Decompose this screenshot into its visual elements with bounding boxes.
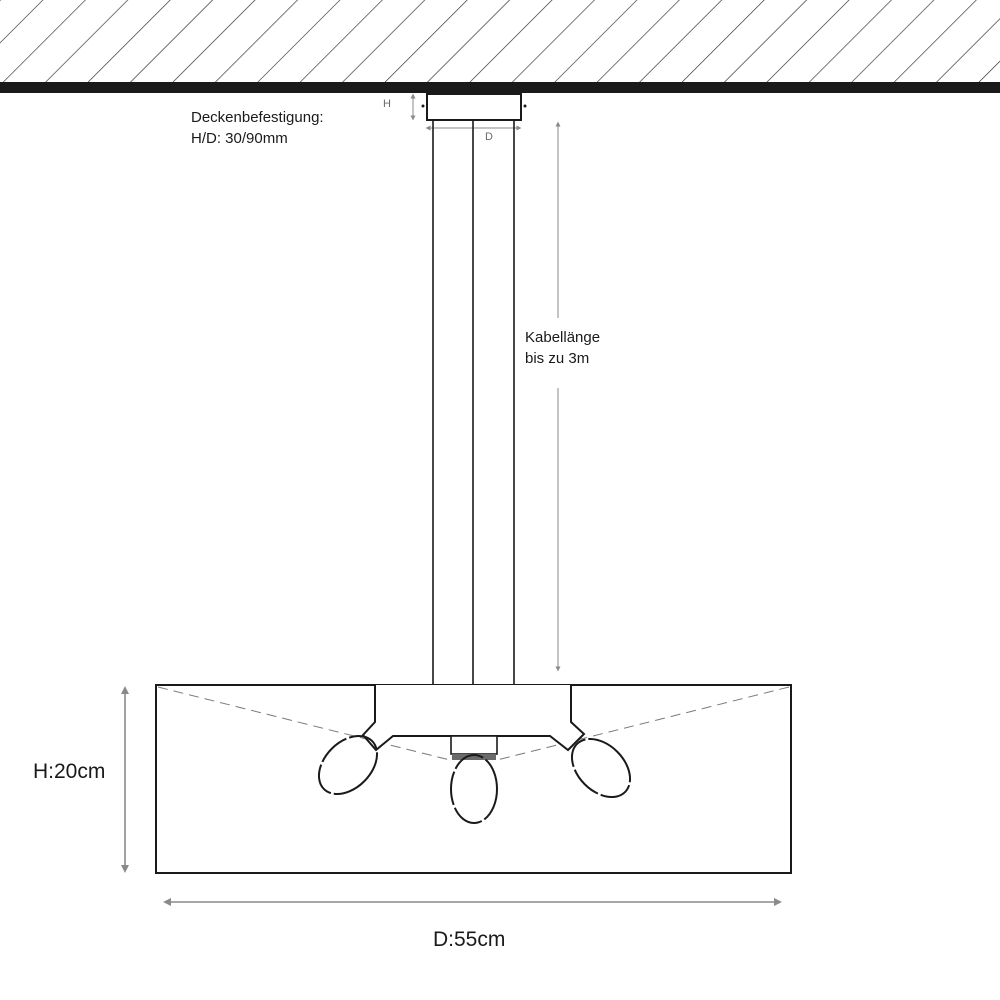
ceiling-mount-body bbox=[426, 93, 522, 121]
mount-diameter-marker: D bbox=[485, 131, 493, 143]
mount-screw-left bbox=[421, 104, 425, 108]
center-socket bbox=[450, 735, 498, 755]
light-line-left bbox=[157, 686, 451, 761]
bulb-left bbox=[317, 734, 379, 796]
mount-screw-right bbox=[523, 104, 527, 108]
ceiling bbox=[0, 0, 1000, 93]
ceiling-hatching bbox=[0, 0, 1000, 82]
ceiling-line bbox=[0, 82, 1000, 93]
cable-length-label: Kabellänge bbox=[525, 329, 601, 346]
shade-dimension-lines bbox=[121, 686, 782, 906]
shade-diameter-label: D:55cm bbox=[433, 928, 506, 951]
center-socket-band bbox=[452, 754, 496, 760]
bulb-right bbox=[570, 737, 632, 799]
cable-length-value: bis zu 3m bbox=[525, 350, 590, 367]
mount-height-marker: H bbox=[383, 98, 391, 110]
bulb-center bbox=[450, 754, 498, 824]
ceiling-mount bbox=[421, 93, 527, 121]
light-cone-lines bbox=[157, 686, 790, 761]
suspension-cables bbox=[432, 120, 515, 686]
light-line-right bbox=[496, 686, 790, 761]
bulbs bbox=[317, 734, 632, 824]
ceiling-mount-label: Deckenbefestigung: bbox=[191, 109, 324, 126]
shade-height-label: H:20cm bbox=[33, 760, 106, 783]
ceiling-mount-dimensions: H/D: 30/90mm bbox=[191, 130, 288, 147]
